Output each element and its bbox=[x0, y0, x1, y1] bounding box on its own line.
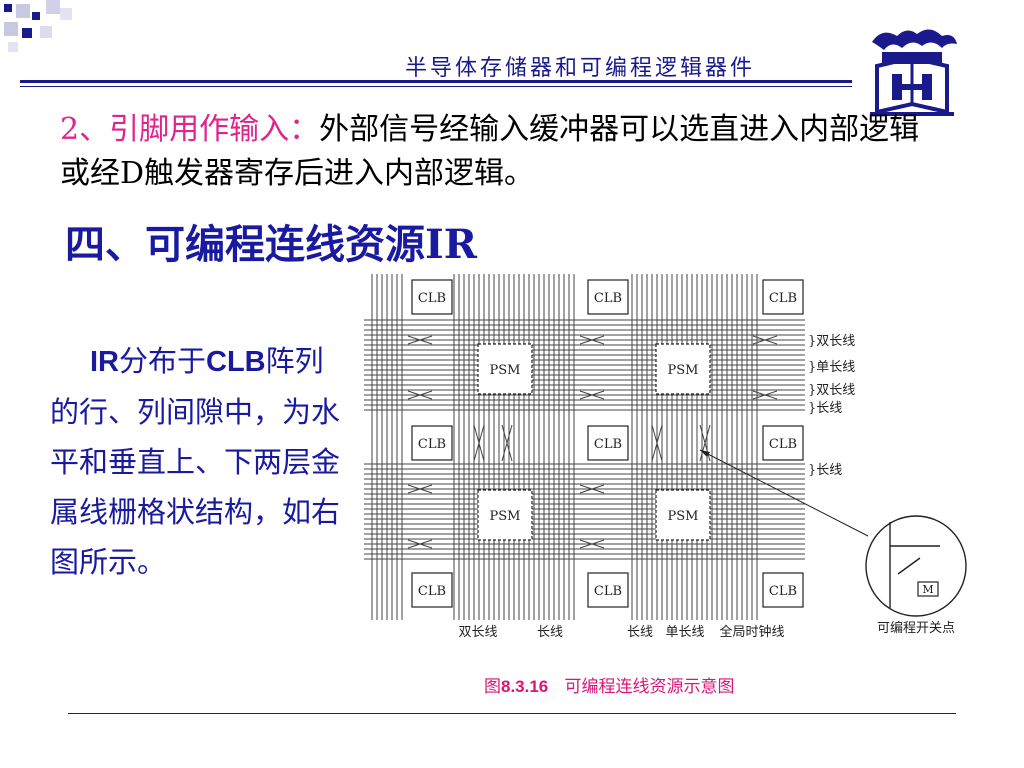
wire-crossover bbox=[407, 335, 433, 345]
wire-crossover bbox=[579, 390, 605, 400]
wire-crossover bbox=[699, 424, 711, 462]
corner-decoration bbox=[4, 0, 72, 52]
section-title: 四、可编程连线资源IR bbox=[65, 221, 477, 268]
figure-number: 8.3.16 bbox=[501, 677, 549, 696]
wire-type-label: }双长线 bbox=[808, 334, 855, 349]
wire-crossover bbox=[407, 539, 433, 549]
clb-label: CLB bbox=[418, 437, 446, 452]
interconnect-diagram: CLB CLB CLB CLB CLB CLB CLB CLB CLB PSM PSM PSM PSM}… bbox=[364, 274, 967, 640]
clb-block bbox=[762, 279, 804, 315]
wire-crossover bbox=[473, 424, 485, 462]
clb-block bbox=[411, 425, 453, 461]
clb-label: CLB bbox=[769, 437, 797, 452]
psm-block bbox=[477, 343, 533, 395]
wire-crossover bbox=[579, 539, 605, 549]
ir-term: IR bbox=[90, 346, 119, 378]
clb-block bbox=[587, 279, 629, 315]
figure-title: 可编程连线资源示意图 bbox=[564, 677, 735, 697]
input-pin-paragraph: 2、引脚用作输入：外部信号经输入缓冲器可以选直进入内部逻辑或经D触发器寄存后进入… bbox=[60, 108, 940, 196]
header-title: 半导体存储器和可编程逻辑器件 bbox=[405, 56, 756, 81]
wire-crossover bbox=[579, 335, 605, 345]
pointer-arrow bbox=[699, 449, 869, 537]
wire-type-label: }双长线 bbox=[808, 383, 855, 398]
ir-description: IR分布于CLB阵列的行、列间隙中，为水平和垂直上、下两层金属线栅格状结构，如右… bbox=[50, 344, 341, 579]
clb-block bbox=[587, 425, 629, 461]
wire-crossover bbox=[651, 424, 663, 462]
wire-type-label: 单长线 bbox=[665, 625, 704, 640]
wire-crossover bbox=[407, 484, 433, 494]
wire-type-label: }单长线 bbox=[808, 360, 855, 375]
figure-caption: 图8.3.16 可编程连线资源示意图 bbox=[484, 677, 735, 697]
switch-caption: 可编程开关点 bbox=[877, 621, 955, 636]
clb-block bbox=[587, 572, 629, 608]
wire-crossover bbox=[752, 335, 778, 345]
paragraph-label: 2、引脚用作输入： bbox=[60, 112, 320, 147]
psm-block bbox=[655, 489, 711, 541]
clb-block bbox=[762, 572, 804, 608]
psm-label: PSM bbox=[668, 509, 699, 524]
wire-crossover bbox=[501, 424, 513, 462]
memory-cell bbox=[917, 581, 939, 597]
switch-detail-circle bbox=[865, 515, 967, 617]
clb-block bbox=[762, 425, 804, 461]
wire-type-label: 长线 bbox=[627, 625, 653, 640]
paragraph-text: 外部信号经输入缓冲器可以选直进入内部逻辑或经D触发器寄存后进入内部逻辑。 bbox=[60, 112, 920, 191]
clb-label: CLB bbox=[418, 291, 446, 306]
psm-block bbox=[655, 343, 711, 395]
psm-label: PSM bbox=[668, 363, 699, 378]
clb-label: CLB bbox=[594, 584, 622, 599]
header-rule-thin bbox=[20, 86, 852, 87]
university-logo bbox=[870, 29, 957, 116]
clb-block bbox=[411, 279, 453, 315]
wire-crossover bbox=[752, 390, 778, 400]
clb-label: CLB bbox=[769, 291, 797, 306]
memory-cell-label: M bbox=[922, 583, 933, 596]
wire-crossover bbox=[407, 390, 433, 400]
header-rule bbox=[20, 80, 852, 83]
wire-type-label: }长线 bbox=[808, 401, 842, 416]
clb-label: CLB bbox=[769, 584, 797, 599]
wire-type-label: }长线 bbox=[808, 463, 842, 478]
psm-label: PSM bbox=[490, 363, 521, 378]
wire-crossover bbox=[579, 484, 605, 494]
footer-rule bbox=[68, 713, 956, 714]
clb-label: CLB bbox=[594, 291, 622, 306]
switch-contact bbox=[897, 557, 921, 575]
wire-type-label: 长线 bbox=[537, 625, 563, 640]
wire-type-label: 双长线 bbox=[458, 625, 497, 640]
clb-label: CLB bbox=[594, 437, 622, 452]
clb-label: CLB bbox=[418, 584, 446, 599]
clb-term: CLB bbox=[206, 346, 266, 378]
clb-block bbox=[411, 572, 453, 608]
wire-type-label: 全局时钟线 bbox=[719, 624, 784, 640]
arrowhead bbox=[700, 450, 710, 457]
psm-label: PSM bbox=[490, 509, 521, 524]
psm-block bbox=[477, 489, 533, 541]
